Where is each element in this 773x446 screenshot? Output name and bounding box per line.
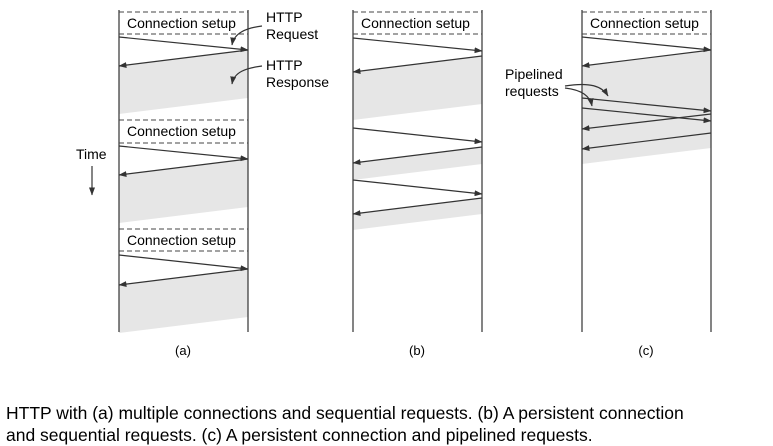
response-arrow [352, 55, 483, 75]
response-shade [353, 147, 482, 180]
panel-label: (a) [175, 343, 191, 358]
pipelined-response-arrow [581, 132, 712, 152]
response-shade [353, 56, 482, 120]
request-arrow [581, 36, 712, 53]
response-arrow [118, 268, 249, 288]
panel-label: (c) [638, 343, 653, 358]
response-arrow [352, 197, 483, 217]
panel-b: Connection setup (b) [352, 10, 483, 358]
http-response-line1: HTTP [266, 57, 302, 73]
connection-setup-label: Connection setup [590, 15, 699, 31]
connection-setup-label: Connection setup [361, 15, 470, 31]
http-request-line2: Request [266, 26, 318, 42]
panel-label: (b) [409, 343, 425, 358]
connection-setup-label: Connection setup [127, 15, 236, 31]
panel-c: Connection setup Pipelined requests (c) [505, 10, 712, 358]
pipelined-request-arrow [581, 107, 712, 124]
http-response-label: HTTP Response [266, 57, 329, 90]
response-shade [119, 50, 248, 114]
response-arrow [118, 158, 249, 178]
request-arrow [352, 37, 483, 54]
http-request-line1: HTTP [266, 9, 302, 25]
http-timeline-diagram: Connection setup Connection setup Connec… [76, 9, 712, 358]
response-arrow [581, 49, 712, 69]
caption-line-1: HTTP with (a) multiple connections and s… [6, 403, 684, 423]
response-shade [119, 269, 248, 333]
http-response-pointer [230, 65, 263, 85]
request-arrow [352, 127, 483, 145]
request-arrow [352, 179, 483, 197]
request-arrow [118, 254, 249, 272]
caption-line-2: and sequential requests. (c) A persisten… [6, 425, 593, 445]
request-arrow [118, 36, 249, 53]
time-label: Time [76, 146, 107, 162]
figure-caption: HTTP with (a) multiple connections and s… [6, 402, 771, 446]
http-request-pointer [230, 25, 263, 46]
http-response-line2: Response [266, 74, 329, 90]
request-arrow [118, 145, 249, 162]
pipelined-pointer [564, 87, 594, 107]
pipelined-pointer [564, 83, 609, 97]
response-arrow [352, 146, 483, 166]
http-request-label: HTTP Request [266, 9, 318, 42]
response-shade [119, 159, 248, 223]
response-arrow [118, 49, 249, 69]
pipelined-request-arrow [581, 97, 712, 114]
panel-a: Connection setup Connection setup Connec… [76, 9, 329, 358]
connection-setup-label: Connection setup [127, 232, 236, 248]
pipelined-line2: requests [505, 83, 559, 99]
pipelined-requests-label: Pipelined requests [505, 66, 567, 99]
connection-setup-label: Connection setup [127, 123, 236, 139]
response-shade [353, 198, 482, 230]
pipelined-response-arrow [581, 113, 712, 132]
pipelined-line1: Pipelined [505, 66, 563, 82]
